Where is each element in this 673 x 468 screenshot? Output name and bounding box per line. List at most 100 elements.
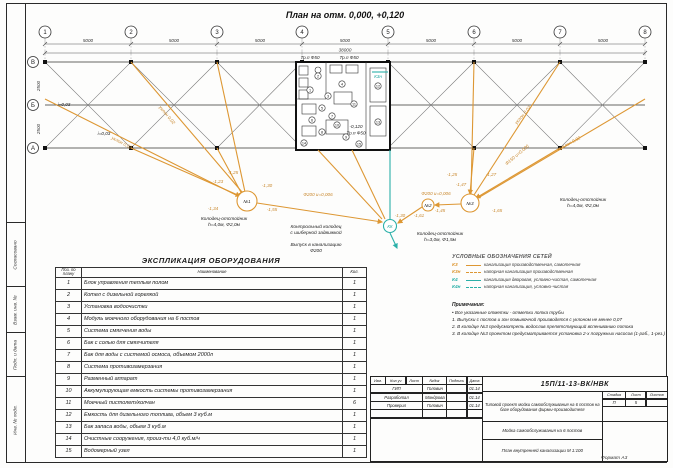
document-number: 15П/11-13-ВК/НВК — [481, 376, 668, 392]
table-header-row: Поз. по плану Наименование Кол. — [55, 267, 367, 278]
title-block: Изм. Кол.уч Лист №док Подпись Дата ГИП Г… — [370, 376, 668, 462]
well-label: Колодец-отстойник — [560, 196, 607, 203]
network-code-label: К3н — [374, 74, 382, 79]
equip-qty: 6 — [342, 396, 367, 410]
equipment-markers: 1 2 3 4 5 6 7 8 9 10 11 12 13 14 15 — [300, 72, 382, 148]
equip-pos: 6 — [55, 336, 82, 350]
equip-name: Аккумулирующая емкость системы противоза… — [81, 384, 343, 398]
bay-dim: 5000 — [83, 38, 94, 43]
pipe-label: Тр.п Ф50 — [339, 55, 358, 60]
drawing-title: План внутренней канализации М 1:100 — [481, 439, 603, 462]
bay-dim: 5000 — [169, 38, 180, 43]
equip-qty: 1 — [342, 420, 367, 434]
axis-label: 6 — [472, 30, 476, 36]
marker-number: 5 — [321, 107, 323, 111]
elevation-label: -1,55 — [267, 207, 278, 212]
pipe-label: Ф200 и=0,006 — [421, 191, 451, 196]
equip-qty: 1 — [342, 288, 367, 302]
elevation-label: -1,45 — [435, 208, 446, 213]
outlet-label: Выпуск в канализацию — [290, 242, 341, 248]
well-number: №1 — [243, 199, 251, 204]
equip-pos: 2 — [55, 288, 82, 302]
tb-empty — [370, 417, 483, 462]
axis-label: 5 — [386, 30, 390, 36]
note-item: • Все указанные отметки - отметки лотка … — [452, 309, 564, 315]
well-number: №2 — [424, 203, 432, 208]
axis-label: В — [31, 60, 35, 66]
axis-label: А — [31, 146, 35, 152]
legend-code: К3н — [452, 270, 461, 275]
elevation-label: -0,120 — [349, 124, 362, 129]
axis-label: Б — [31, 103, 35, 109]
axis-label: 4 — [300, 30, 304, 36]
marker-number: 1 — [309, 89, 311, 93]
bay-dim: 5000 — [512, 38, 523, 43]
equip-qty: 1 — [342, 324, 367, 338]
note-item: 1. Выпуски с постов и зон помывочной про… — [452, 316, 623, 322]
bay-dim: 5000 — [598, 38, 609, 43]
notes-block: Примечания: • Все указанные отметки - от… — [452, 302, 667, 337]
marker-number: 2 — [317, 75, 319, 79]
equip-name: Блок управления теплым полом — [81, 276, 343, 290]
equip-name: Водомерный узел — [81, 444, 343, 458]
equip-name: Очистные сооружения, произ-ти 4,0 куб.м/… — [81, 432, 343, 446]
equipment-specification: ЭКСПЛИКАЦИЯ ОБОРУДОВАНИЯ Поз. по плану Н… — [55, 256, 367, 458]
elevation-label: -1,25 — [228, 170, 239, 175]
strip-label: Инв. № подл. — [13, 404, 19, 435]
equip-qty: 1 — [342, 384, 367, 398]
equip-pos: 14 — [55, 432, 82, 446]
axis-label: 7 — [558, 30, 562, 36]
bay-dim: 5000 — [426, 38, 437, 43]
equip-name: Система смягчения воды — [81, 324, 343, 338]
well-label: h=4,0м, Ф2,0м — [567, 203, 600, 209]
equip-name: Бак для воды с системой осмоса, объемом … — [81, 348, 343, 362]
tb-empty — [602, 405, 668, 422]
equip-qty: 1 — [342, 408, 367, 422]
dimension-lines: 5000 5000 5000 5000 5000 5000 5000 38000… — [36, 38, 648, 135]
col-pos: Поз. по плану — [55, 267, 82, 278]
marker-number: 12 — [376, 85, 380, 89]
col-name: Наименование — [81, 267, 343, 278]
page-title: План на отм. 0,000, +0,120 — [286, 10, 404, 20]
outlet-label: Ф200 — [310, 248, 322, 254]
well-label: h=3,0м, Ф1,5м — [424, 237, 457, 243]
floor-slope-label: i=0,03 — [98, 131, 111, 136]
elevation-label: -1,30 — [395, 213, 406, 218]
elevation-label: -1,23 — [213, 179, 224, 184]
note-item: 2. В колодце №3 предусмотреть водослив п… — [452, 323, 634, 329]
equip-qty: 1 — [342, 312, 367, 326]
format-label: Формат А3 — [601, 456, 628, 461]
equip-pos: 11 — [55, 396, 82, 410]
organization-cell — [602, 421, 668, 462]
equip-qty: 1 — [342, 348, 367, 362]
marker-number: 3 — [327, 95, 329, 99]
marker-number: 8 — [321, 131, 323, 135]
legend-desc: напорная канализация производственная — [484, 269, 573, 275]
row-dim: 2500 — [36, 80, 41, 92]
pipe-label: Тр.п Ф50 — [300, 55, 319, 60]
marker-number: 6 — [311, 119, 313, 123]
strip-label: Подп. и дата — [13, 339, 19, 370]
sewer-network-k3 — [44, 61, 646, 225]
legend-line-sample — [466, 279, 481, 281]
equip-name: Разменный аппарат — [81, 372, 343, 386]
object-name: Мойка самообслуживания на 6 постов — [481, 421, 603, 441]
elevation-label: -1,65 — [492, 208, 503, 213]
legend-item: К3н напорная канализация производственная — [452, 269, 667, 275]
equip-name: Установка водоочистки — [81, 300, 343, 314]
row-dim: 2500 — [36, 123, 41, 135]
